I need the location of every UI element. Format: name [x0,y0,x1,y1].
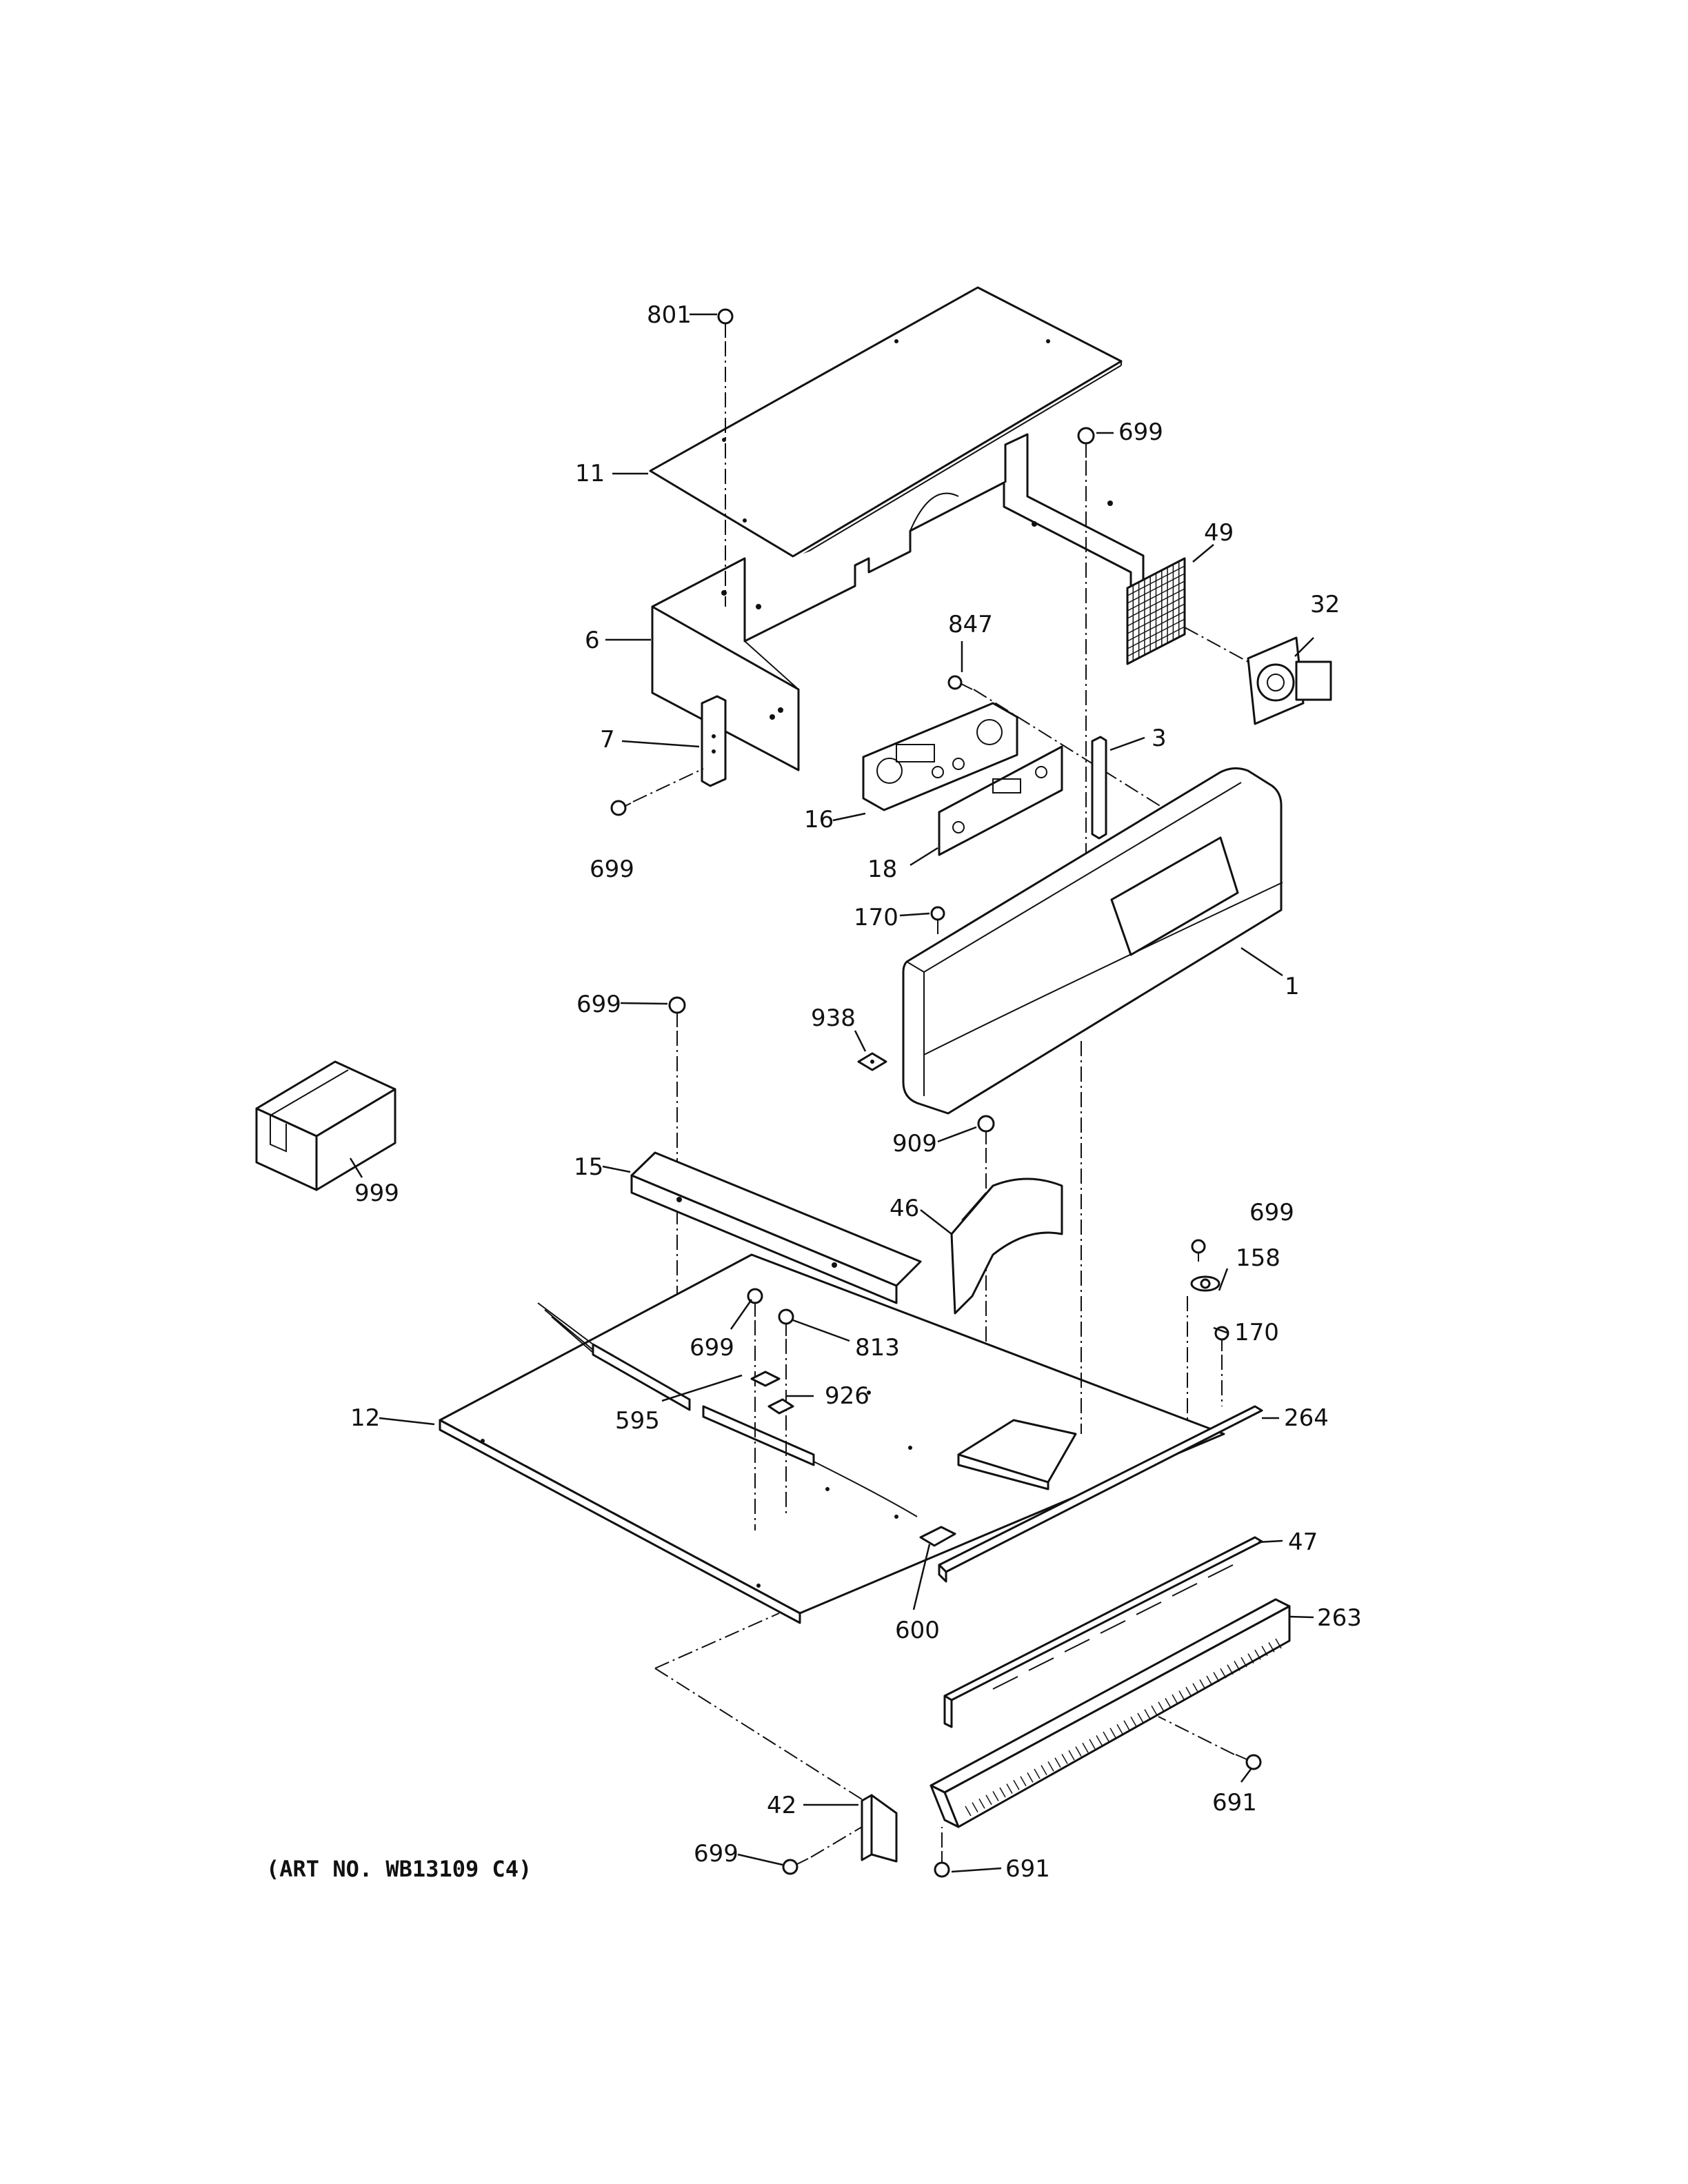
screw-691-icon [1235,1754,1262,1770]
callout-7: 7 [600,726,615,754]
channel-bracket [630,1151,922,1304]
top-cover-panel [649,286,1123,561]
shipping-box [255,1060,396,1191]
drip-tray [957,1419,1077,1490]
vent-mesh-screen [1126,557,1186,665]
callout-3: 3 [1152,725,1167,752]
callout-46: 46 [890,1195,919,1222]
wire-connector [919,1526,956,1547]
screw-909-icon [977,1115,995,1144]
screw-801-icon [717,308,734,338]
control-bracket [1091,736,1107,840]
bottom-plate [439,1253,1225,1624]
callout-801: 801 [647,301,692,329]
callout-1: 1 [1285,973,1300,1000]
callout-813: 813 [855,1334,900,1362]
callout-699: 699 [1118,418,1163,446]
callout-11: 11 [575,460,605,487]
callout-158: 158 [1236,1244,1280,1272]
leader-lines [349,313,1314,1873]
control-board [862,702,1018,811]
callout-49: 49 [1204,519,1234,547]
vent-grille [943,1536,1263,1728]
callout-926: 926 [825,1382,870,1410]
screw-699-icon [610,800,632,816]
callout-16: 16 [804,806,834,833]
callout-15: 15 [574,1153,603,1181]
screw-170-icon [930,906,945,934]
touch-panel-overlay [938,745,1063,856]
kick-grille [930,1598,1291,1828]
control-panel-frame [902,767,1283,1115]
screw-691-icon [934,1851,950,1878]
callout-909: 909 [892,1130,937,1157]
clip-926 [750,1371,794,1415]
rear-housing-panel [651,433,1145,771]
screw-847-icon [947,675,973,690]
callout-847: 847 [948,611,993,638]
callout-170: 170 [854,904,898,931]
callout-labels: 801 699 11 49 32 6 847 7 3 16 699 18 170… [266,301,1362,1883]
fan-motor [1247,636,1332,725]
screw-699-icon [782,1858,809,1875]
callout-170: 170 [1234,1319,1279,1346]
callout-999: 999 [354,1180,399,1207]
callout-691: 691 [1212,1789,1257,1817]
callout-699: 699 [590,856,634,883]
callout-699: 699 [690,1334,734,1362]
clip-938 [857,1052,887,1071]
callout-595: 595 [615,1407,660,1435]
screw-699-icon [1077,427,1095,458]
art-number: (ART NO. WB13109 C4) [266,1856,532,1882]
callout-32: 32 [1310,591,1340,618]
air-duct [950,1177,1063,1315]
callout-12: 12 [350,1404,380,1432]
callout-263: 263 [1317,1604,1362,1632]
callout-699: 699 [576,991,621,1018]
thermostat [1190,1275,1220,1292]
callout-691: 691 [1005,1855,1050,1883]
callout-699: 699 [694,1840,738,1868]
screw-699-icon [1191,1239,1206,1262]
screw-813-icon [778,1308,794,1336]
corner-bracket [861,1794,898,1863]
support-rail [938,1405,1263,1583]
callout-42: 42 [767,1792,796,1819]
callout-699: 699 [1249,1199,1294,1226]
callout-47: 47 [1288,1528,1318,1556]
callout-600: 600 [895,1617,940,1644]
callout-264: 264 [1284,1404,1329,1432]
callout-18: 18 [867,856,897,883]
callout-6: 6 [585,627,600,654]
side-bracket [701,695,727,787]
callout-938: 938 [811,1004,856,1032]
screw-699-icon [668,996,686,1027]
